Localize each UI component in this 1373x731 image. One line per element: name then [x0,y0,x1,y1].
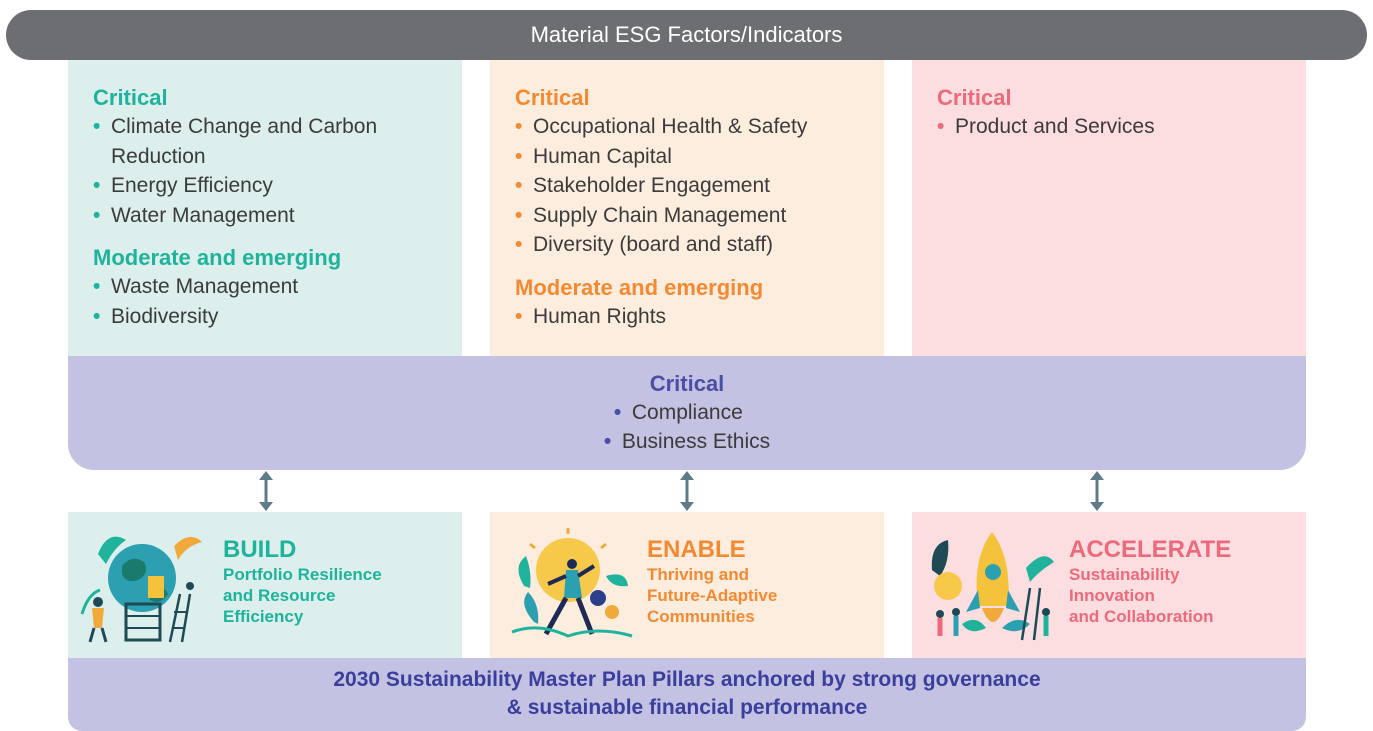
pillar-subtitle: Sustainability Innovation and Collaborat… [1069,564,1231,627]
list-item: Climate Change and Carbon Reduction [93,112,462,171]
list-item: Biodiversity [93,302,462,332]
pillar-subtitle: Thriving and Future-Adaptive Communities [647,564,777,627]
subtitle-line: Future-Adaptive [647,586,778,605]
list-item: Waste Management [93,272,462,302]
build-text: BUILD Portfolio Resilience and Resource … [223,536,382,627]
soc-critical-list: Occupational Health & Safety Human Capit… [515,112,884,260]
env-critical-list: Climate Change and Carbon Reduction Ener… [93,112,462,230]
double-arrow-icon [1090,471,1104,511]
accelerate-text: ACCELERATE Sustainability Innovation and… [1069,536,1231,627]
pillar-title: ENABLE [647,536,746,563]
subtitle-line: Portfolio Resilience [223,565,382,584]
footer-line: 2030 Sustainability Master Plan Pillars … [333,668,1041,691]
list-item: Compliance [614,398,770,427]
eco-critical-title: Critical [937,85,1012,110]
soc-moderate-list: Human Rights [515,302,884,332]
footer-bar: 2030 Sustainability Master Plan Pillars … [68,658,1306,731]
eco-critical-list: Product and Services [937,112,1306,142]
footer-line: & sustainable financial performance [506,696,868,719]
subtitle-line: and Collaboration [1069,607,1214,626]
gov-list: Compliance Business Ethics [604,398,770,456]
header-bar: Material ESG Factors/Indicators [6,10,1367,60]
governance-panel: Critical Compliance Business Ethics [68,356,1306,470]
globe-planting-illustration [80,536,202,643]
pillar-title: BUILD [223,536,297,563]
header-title: Material ESG Factors/Indicators [530,22,843,47]
enable-text: ENABLE Thriving and Future-Adaptive Comm… [647,536,777,627]
env-moderate-title: Moderate and emerging [93,245,342,270]
list-item: Supply Chain Management [515,201,884,231]
subtitle-line: Thriving and [647,565,749,584]
rocket-team-illustration [931,532,1054,641]
subtitle-line: Communities [647,607,755,626]
gov-critical-title: Critical [649,371,725,396]
pillar-accelerate: ACCELERATE Sustainability Innovation and… [912,512,1306,658]
environmental-panel: Critical Climate Change and Carbon Reduc… [68,60,462,360]
social-panel: Critical Occupational Health & Safety Hu… [490,60,884,360]
list-item: Diversity (board and staff) [515,230,884,260]
list-item: Human Rights [515,302,884,332]
env-moderate-list: Waste Management Biodiversity [93,272,462,331]
list-item: Business Ethics [604,427,770,456]
pillar-subtitle: Portfolio Resilience and Resource Effici… [223,564,382,627]
subtitle-line: Innovation [1069,586,1155,605]
subtitle-line: Efficiency [223,607,304,626]
soc-moderate-title: Moderate and emerging [515,274,764,300]
list-item: Stakeholder Engagement [515,171,884,201]
list-item: Occupational Health & Safety [515,112,884,142]
list-item: Water Management [93,201,462,231]
double-arrow-icon [259,471,273,511]
pillar-enable: ENABLE Thriving and Future-Adaptive Comm… [490,512,884,658]
pillar-build: BUILD Portfolio Resilience and Resource … [68,512,462,658]
sun-running-person-illustration [511,528,633,638]
economic-panel: Critical Product and Services [912,60,1306,360]
list-item: Product and Services [937,112,1306,142]
env-critical-title: Critical [93,85,168,110]
list-item: Human Capital [515,142,884,172]
pillar-title: ACCELERATE [1069,536,1232,563]
subtitle-line: Sustainability [1069,565,1180,584]
soc-critical-title: Critical [515,85,590,110]
double-arrow-icon [680,471,694,511]
subtitle-line: and Resource [223,586,336,605]
list-item: Energy Efficiency [93,171,462,201]
